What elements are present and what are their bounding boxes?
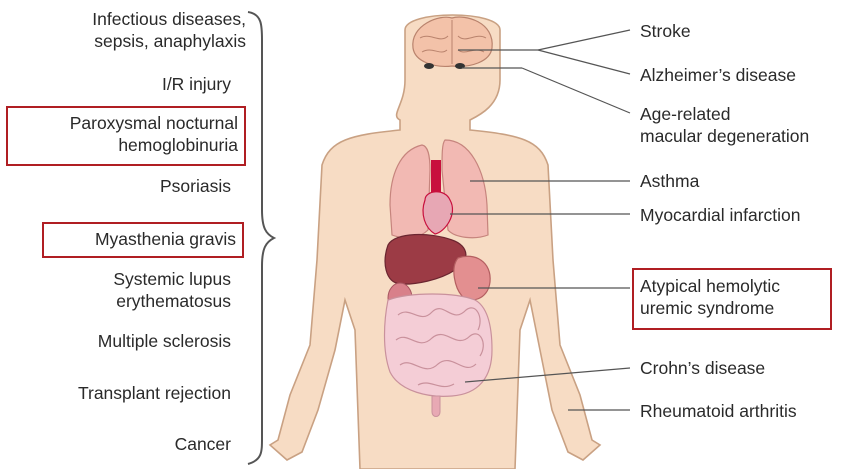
stomach [454, 256, 490, 300]
label-sle: Systemic lupuserythematosus [113, 268, 231, 312]
left-eye [424, 63, 434, 69]
label-alzheimers: Alzheimer’s disease [640, 64, 796, 86]
label-ahus: Atypical hemolyticuremic syndrome [640, 275, 780, 319]
label-transplant-rejection: Transplant rejection [78, 382, 231, 404]
label-pnh: Paroxysmal nocturnalhemoglobinuria [70, 112, 238, 156]
left-curly-brace [248, 12, 274, 464]
label-multiple-sclerosis: Multiple sclerosis [98, 330, 231, 352]
label-crohns: Crohn’s disease [640, 357, 765, 379]
label-myasthenia-gravis: Myasthenia gravis [95, 228, 236, 250]
label-stroke: Stroke [640, 20, 691, 42]
label-myocardial-infarction: Myocardial infarction [640, 204, 800, 226]
label-cancer: Cancer [175, 433, 231, 455]
label-rheumatoid-arthritis: Rheumatoid arthritis [640, 400, 797, 422]
label-asthma: Asthma [640, 170, 699, 192]
rectum [432, 396, 440, 417]
label-ir-injury: I/R injury [162, 73, 231, 95]
label-psoriasis: Psoriasis [160, 175, 231, 197]
label-infectious-diseases: Infectious diseases,sepsis, anaphylaxis [92, 8, 246, 52]
label-amd: Age-relatedmacular degeneration [640, 103, 809, 147]
